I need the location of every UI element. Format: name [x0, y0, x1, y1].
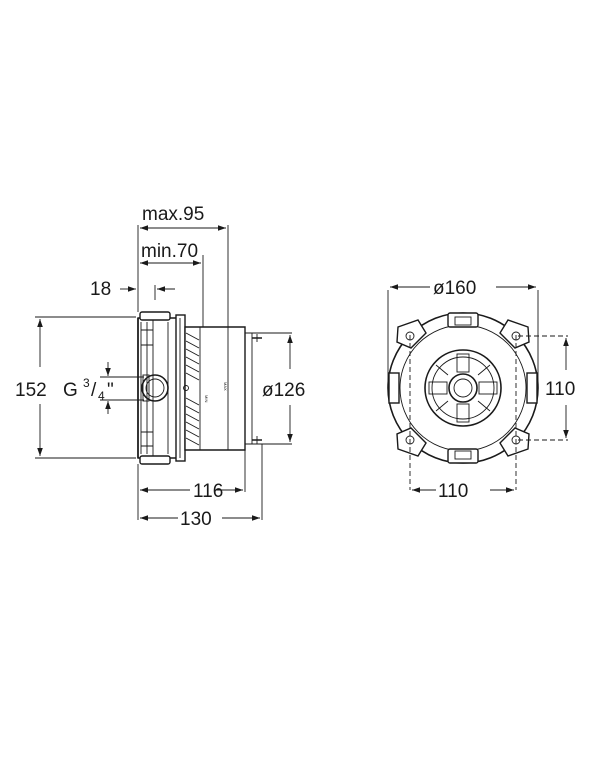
dim-130: 130	[180, 509, 212, 530]
dim-min70: min.70	[141, 241, 198, 262]
thread-size-label: G 3 / 4 "	[63, 376, 114, 403]
thread-numerator: 3	[83, 376, 90, 390]
min-mark: MIN	[204, 395, 209, 402]
dim-110-horizontal: 110	[438, 481, 468, 502]
thread-slash: /	[91, 380, 97, 401]
dim-116: 116	[193, 481, 223, 502]
mounting-ears	[396, 319, 530, 457]
dim-110-vertical: 110	[545, 379, 575, 400]
dim-dia160: ø160	[433, 278, 476, 299]
threaded-inlet	[141, 374, 169, 402]
dim-dia126: ø126	[262, 380, 305, 401]
thread-inch: "	[107, 380, 114, 401]
dim-max95: max.95	[142, 204, 204, 225]
max-mark: MAX	[223, 382, 228, 391]
thread-hatching	[185, 332, 200, 446]
inner-spokes	[428, 353, 498, 423]
thread-denominator: 4	[98, 389, 105, 403]
front-view: ø160 110 110	[387, 278, 575, 502]
dim-152: 152	[15, 380, 47, 401]
thread-letter: G	[63, 380, 78, 401]
side-view: MIN MAX max.95 min.70 18 152 G 3 /	[15, 204, 305, 530]
dim-18: 18	[90, 279, 111, 300]
mounting-box-body	[137, 311, 262, 465]
